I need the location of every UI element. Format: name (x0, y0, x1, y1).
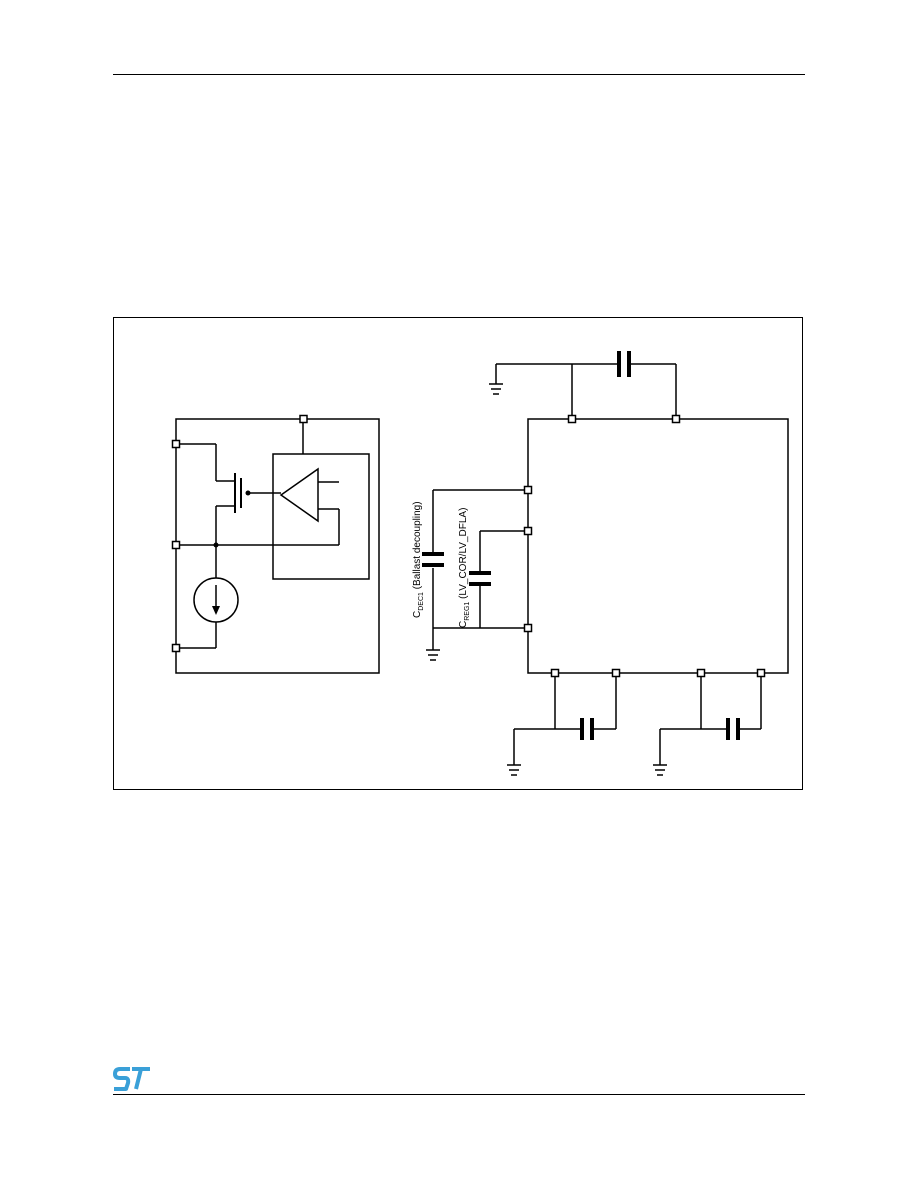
pin (696, 668, 706, 678)
amplifier-symbol (279, 467, 319, 523)
footer-rule (113, 1094, 805, 1095)
pin (671, 414, 681, 424)
pin (756, 668, 766, 678)
pin (523, 485, 533, 495)
creg1-label: CREG1 (LV_COR/LV_DFLA) (458, 508, 471, 628)
pin (171, 643, 181, 653)
amplifier-block (272, 453, 370, 580)
figure-frame (113, 317, 803, 790)
regulator-block (175, 418, 380, 674)
pin (299, 414, 308, 424)
pin (523, 623, 533, 633)
cdec1-label: CDEC1 (Ballast decoupling) (412, 501, 425, 618)
mcu-block (527, 418, 789, 674)
pin (567, 414, 577, 424)
pin (523, 526, 533, 536)
st-logo (113, 1067, 150, 1091)
pin (550, 668, 560, 678)
current-arrow-icon (212, 606, 220, 615)
pin (611, 668, 621, 678)
pin (171, 439, 181, 449)
header-rule (113, 74, 805, 75)
pin (171, 540, 181, 550)
